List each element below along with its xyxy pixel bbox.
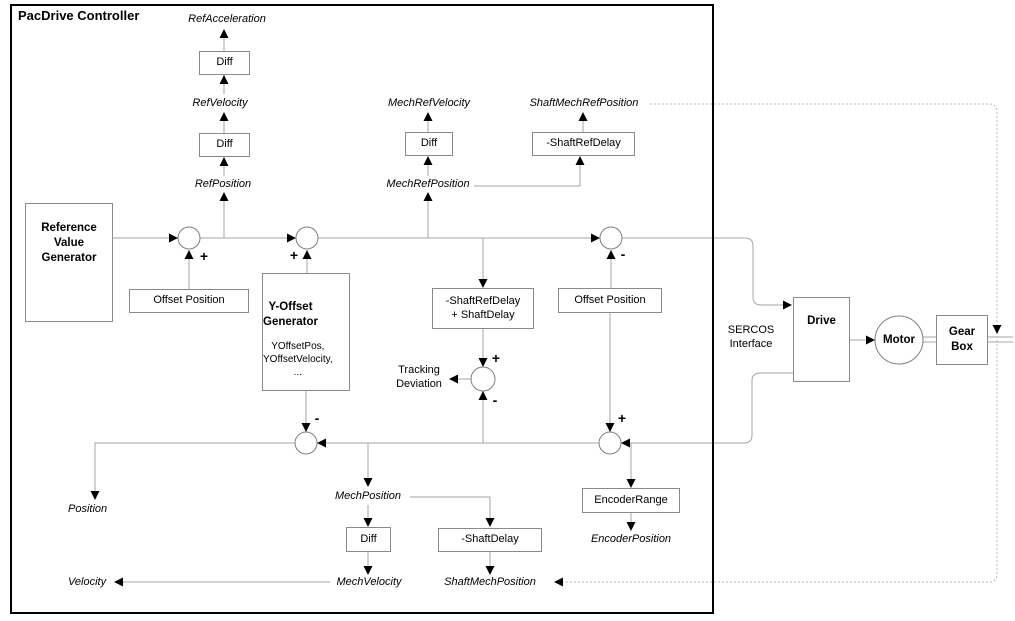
reference-value-generator-block: Reference Value Generator xyxy=(25,203,113,322)
arrowheads xyxy=(90,29,1002,587)
motor-label: Motor xyxy=(883,334,915,346)
y-offset-generator-title: Y-Offset Generator xyxy=(263,300,318,328)
ref-position-label: RefPosition xyxy=(194,178,252,190)
mech-ref-velocity-label: MechRefVelocity xyxy=(387,97,471,109)
diff-block-mech-ref: Diff xyxy=(405,132,453,156)
tracking-deviation-label: Tracking Deviation xyxy=(396,364,442,390)
mech-ref-position-label: MechRefPosition xyxy=(386,178,470,190)
ref-velocity-label: RefVelocity xyxy=(192,97,248,109)
diff-block-mech-velocity: Diff xyxy=(346,527,391,552)
shaft-mech-ref-position-label: ShaftMechRefPosition xyxy=(529,97,639,109)
shaft-mech-position-label: ShaftMechPosition xyxy=(444,576,536,588)
encoder-range-block: EncoderRange xyxy=(582,488,680,513)
y-offset-generator-params: YOffsetPos, YOffsetVelocity, ... xyxy=(263,341,333,379)
y-offset-generator-block: Y-Offset Generator YOffsetPos, YOffsetVe… xyxy=(262,273,350,391)
junction2-plus-sign: + xyxy=(289,247,299,263)
shaft-delay-block: -ShaftDelay xyxy=(438,528,542,552)
tracking-bottom-minus-sign: - xyxy=(492,392,498,408)
bottom-left-minus-sign: - xyxy=(314,410,320,426)
diagram-title: PacDrive Controller xyxy=(18,8,140,23)
bottom-right-plus-sign: + xyxy=(617,410,627,426)
sercos-interface-label: SERCOS Interface xyxy=(727,324,775,350)
mech-velocity-label: MechVelocity xyxy=(336,576,402,588)
offset-position-left-block: Offset Position xyxy=(129,289,249,313)
ref-acceleration-label: RefAcceleration xyxy=(188,13,266,25)
offset-position-right-block: Offset Position xyxy=(558,288,662,313)
junction3-minus-sign: - xyxy=(620,246,626,262)
signal-wires xyxy=(94,33,1013,583)
shaft-ref-delay-block: -ShaftRefDelay xyxy=(532,132,635,156)
velocity-label: Velocity xyxy=(68,576,107,588)
mech-position-label: MechPosition xyxy=(334,490,402,502)
controller-boundary xyxy=(10,4,714,614)
gear-box-block: Gear Box xyxy=(936,315,988,365)
junction1-plus-sign: + xyxy=(199,248,209,264)
summing-junctions xyxy=(177,226,924,455)
diff-block-ref-acceleration: Diff xyxy=(199,51,250,75)
dotted-shaft-feedback-wire xyxy=(560,103,998,583)
encoder-position-label: EncoderPosition xyxy=(590,533,672,545)
tracking-top-plus-sign: + xyxy=(491,350,501,366)
position-label: Position xyxy=(68,503,108,515)
drive-block: Drive xyxy=(793,297,850,382)
shaft-ref-delay-plus-shaft-delay-block: -ShaftRefDelay + ShaftDelay xyxy=(432,288,534,329)
diff-block-ref-velocity: Diff xyxy=(199,133,250,157)
